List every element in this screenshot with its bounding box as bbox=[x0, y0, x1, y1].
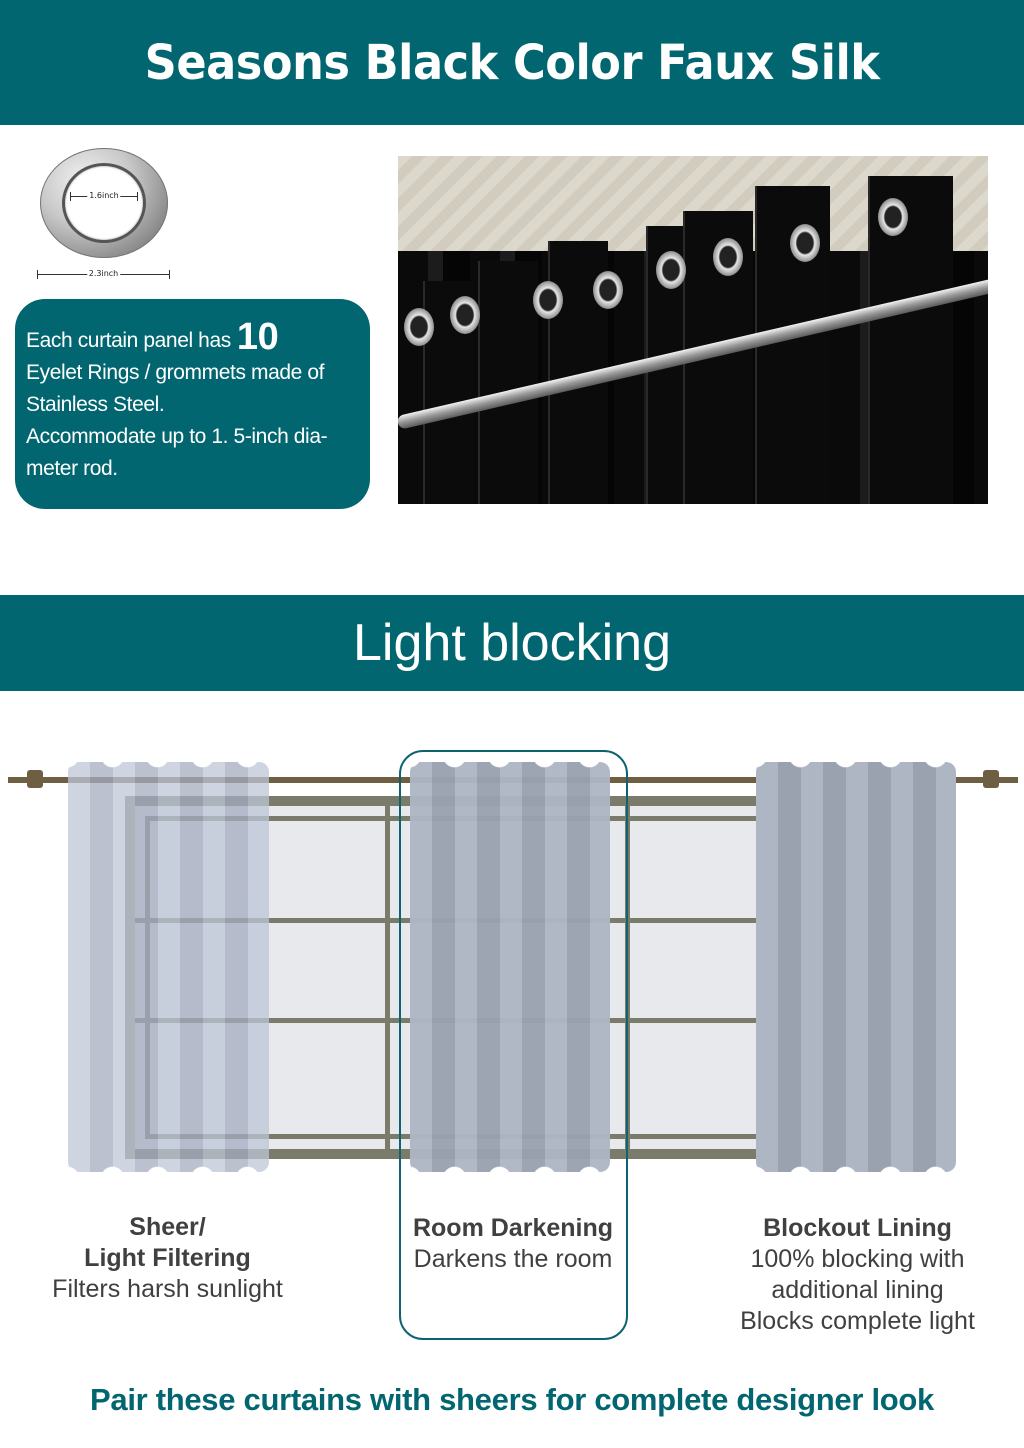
curtain-wave-top bbox=[756, 760, 956, 774]
ring-count: 10 bbox=[236, 316, 279, 358]
inner-diameter-dimension: 1.6inch bbox=[70, 191, 138, 201]
footer-tagline: Pair these curtains with sheers for comp… bbox=[90, 1382, 934, 1417]
outer-diameter-dimension: 2.3inch bbox=[37, 269, 170, 279]
curtain-wave-bottom bbox=[756, 1160, 956, 1174]
rod-finial-icon bbox=[983, 770, 999, 788]
room-darkening-description: Darkens the room bbox=[413, 1245, 613, 1273]
room-darkening-caption: Room Darkening Darkens the room bbox=[400, 1213, 626, 1275]
curtain-comparison-diagram bbox=[0, 700, 1024, 1340]
blockout-title: Blockout Lining bbox=[763, 1214, 952, 1242]
eyelet-icon bbox=[790, 224, 820, 262]
page-title: Seasons Black Color Faux Silk bbox=[144, 34, 880, 91]
sheer-caption: Sheer/ Light Filtering Filters harsh sun… bbox=[15, 1212, 320, 1305]
window-mullion bbox=[385, 806, 390, 1149]
product-photo bbox=[398, 156, 988, 504]
info-text: Each curtain panel has bbox=[26, 329, 231, 352]
curtain-wave-top bbox=[410, 760, 610, 774]
room-darkening-title: Room Darkening bbox=[412, 1214, 614, 1242]
grommet-diagram: 1.6inch 2.3inch bbox=[30, 148, 180, 288]
header-banner: Seasons Black Color Faux Silk bbox=[0, 0, 1024, 125]
sheer-description: Filters harsh sunlight bbox=[52, 1275, 283, 1303]
curtain-wave-bottom bbox=[68, 1160, 269, 1174]
inner-diameter-label: 1.6inch bbox=[87, 191, 121, 201]
grommet-hole bbox=[65, 166, 143, 240]
curtain-wave-top bbox=[68, 760, 269, 774]
room-darkening-curtain-illustration bbox=[410, 760, 610, 1174]
rod-finial-icon bbox=[27, 770, 43, 788]
blockout-curtain-illustration bbox=[756, 760, 956, 1174]
sheer-title-line-1: Sheer/ bbox=[129, 1213, 206, 1241]
eyelet-icon bbox=[450, 296, 480, 334]
blockout-description-line-1: 100% blocking with bbox=[750, 1245, 965, 1273]
sheer-title-line-2: Light Filtering bbox=[84, 1244, 251, 1272]
blockout-caption: Blockout Lining 100% blocking with addit… bbox=[715, 1213, 1000, 1337]
sheer-curtain-illustration bbox=[68, 760, 269, 1174]
info-line-4: Accommodate up to 1. 5-inch dia- bbox=[26, 425, 328, 448]
eyelet-icon bbox=[713, 238, 743, 276]
grommet-ring-icon: 1.6inch bbox=[40, 148, 168, 258]
section-banner: Light blocking bbox=[0, 595, 1024, 691]
info-line-3: Stainless Steel. bbox=[26, 393, 165, 416]
curtain-fold bbox=[478, 261, 538, 504]
curtain-wave-bottom bbox=[410, 1160, 610, 1174]
eyelet-icon bbox=[533, 281, 563, 319]
eyelet-icon bbox=[593, 271, 623, 309]
eyelet-icon bbox=[878, 198, 908, 236]
room-darkening-highlight bbox=[399, 750, 628, 1340]
blockout-description-line-2: additional lining bbox=[771, 1276, 944, 1304]
blockout-description-line-3: Blocks complete light bbox=[740, 1307, 975, 1335]
eyelet-icon bbox=[656, 251, 686, 289]
outer-diameter-label: 2.3inch bbox=[86, 269, 121, 279]
section-title: Light blocking bbox=[353, 614, 671, 672]
info-line-5: meter rod. bbox=[26, 457, 118, 480]
info-line-2: Eyelet Rings / grommets made of bbox=[26, 361, 325, 384]
eyelet-icon bbox=[404, 308, 434, 346]
